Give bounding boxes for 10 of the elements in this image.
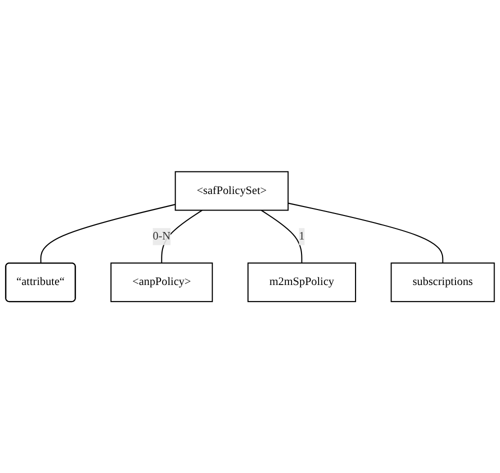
- node-box: <safPolicySet>: [174, 171, 289, 211]
- node-box: subscriptions: [390, 262, 495, 302]
- edge-label: 1: [298, 230, 305, 242]
- connector: [260, 210, 302, 263]
- node-box: <anpPolicy>: [110, 262, 213, 302]
- connector: [288, 202, 444, 263]
- node-box: m2mSpPolicy: [247, 262, 356, 302]
- connector: [161, 210, 202, 263]
- edge-label: 0-N: [152, 230, 171, 242]
- connector: [40, 204, 176, 264]
